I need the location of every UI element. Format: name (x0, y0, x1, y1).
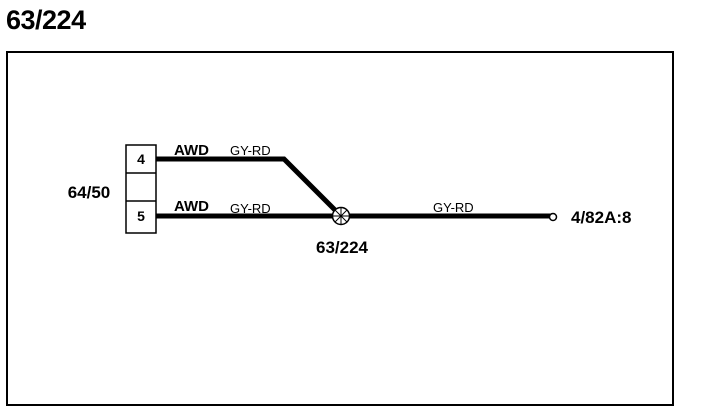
wire-pin4[interactable] (156, 156, 343, 218)
splice-icon[interactable] (331, 206, 351, 226)
wire-pin5-system-label: AWD (174, 198, 209, 215)
pin-label-4: 4 (137, 151, 145, 167)
page-title: 63/224 (6, 5, 86, 35)
wire-splice-out-color-label: GY-RD (433, 200, 474, 215)
diagram-frame (6, 51, 674, 406)
splice-id-label: 63/224 (316, 238, 369, 257)
wire-pin4-system-label: AWD (174, 142, 209, 159)
terminal-end-icon[interactable] (548, 212, 558, 222)
destination-label: 4/82A:8 (571, 208, 631, 227)
connector-body (125, 144, 157, 234)
connector-id-label: 64/50 (68, 183, 111, 202)
wire-pin4-color-label: GY-RD (230, 143, 271, 158)
connector-64-50[interactable]: 4 5 (125, 144, 157, 234)
wire-pin5-color-label: GY-RD (230, 201, 271, 216)
pin-label-5: 5 (137, 208, 145, 224)
